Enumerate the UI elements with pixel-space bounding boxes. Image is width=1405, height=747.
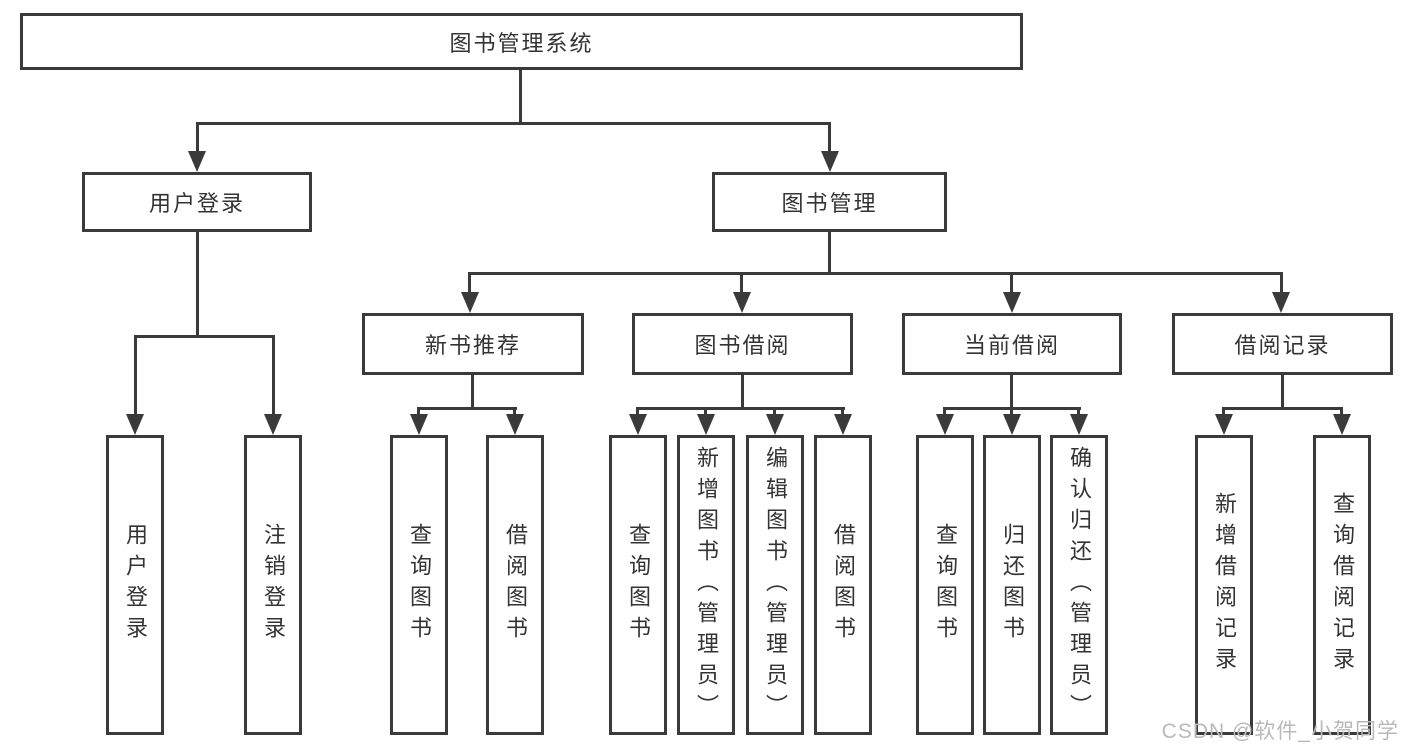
leaf-user-login: 用户登录: [106, 435, 164, 735]
connector-new-book-rail: [417, 407, 517, 410]
leaf-query-books-borrowing: 查询图书: [609, 435, 667, 735]
arrow-down-icon: [126, 414, 144, 435]
connector-drop-leaf: [636, 407, 639, 416]
connector-borrowing-records-trunk: [1281, 375, 1284, 407]
arrow-down-icon: [1070, 414, 1088, 435]
leaf-borrow-books-borrowing: 借阅图书: [814, 435, 872, 735]
node-borrowing-records: 借阅记录: [1172, 313, 1393, 375]
leaf-label: 编辑图书（管理员）: [763, 445, 788, 725]
connector-user-login-rail: [134, 335, 275, 338]
connector-root-trunk: [519, 70, 522, 122]
node-new-book-recommend: 新书推荐: [362, 313, 584, 375]
arrow-down-icon: [834, 414, 852, 435]
arrow-down-icon: [1333, 414, 1351, 435]
connector-drop-leaf: [1077, 407, 1080, 416]
connector-drop-leaf: [134, 335, 137, 415]
arrow-down-icon: [936, 414, 954, 435]
leaf-return-books: 归还图书: [983, 435, 1041, 735]
connector-book-borrowing-trunk: [741, 375, 744, 407]
connector-drop-borrowing-records: [1280, 272, 1283, 294]
connector-drop-new-book: [468, 272, 471, 294]
arrow-down-icon: [821, 151, 839, 172]
arrow-down-icon: [733, 292, 751, 313]
leaf-label: 查询图书: [407, 523, 432, 647]
connector-drop-leaf: [704, 407, 707, 416]
leaf-label: 确认归还（管理员）: [1067, 445, 1092, 725]
node-user-login: 用户登录: [82, 172, 312, 232]
node-label: 图书借阅: [694, 333, 791, 358]
leaf-confirm-return-admin: 确认归还（管理员）: [1050, 435, 1108, 735]
connector-level2-rail: [196, 122, 831, 125]
leaf-label: 查询图书: [626, 523, 651, 647]
connector-drop-leaf: [841, 407, 844, 416]
connector-drop-leaf: [943, 407, 946, 416]
connector-drop-leaf: [417, 407, 420, 416]
connector-drop-leaf: [1010, 407, 1013, 416]
connector-user-login-trunk: [196, 232, 199, 335]
leaf-label: 用户登录: [123, 523, 148, 647]
leaf-label: 归还图书: [1000, 523, 1025, 647]
leaf-logout-login: 注销登录: [244, 435, 302, 735]
arrow-down-icon: [461, 292, 479, 313]
node-label: 新书推荐: [424, 333, 521, 358]
leaf-edit-book-admin: 编辑图书（管理员）: [746, 435, 804, 735]
connector-drop-current-borrowing: [1010, 272, 1013, 294]
arrow-down-icon: [506, 414, 524, 435]
leaf-add-book-admin: 新增图书（管理员）: [677, 435, 735, 735]
leaf-query-books-current: 查询图书: [916, 435, 974, 735]
connector-drop-book-management: [828, 122, 831, 153]
leaf-label: 借阅图书: [831, 523, 856, 647]
connector-borrowing-records-rail: [1222, 407, 1343, 410]
arrow-down-icon: [766, 414, 784, 435]
node-label: 图书管理: [781, 191, 878, 216]
leaf-label: 借阅图书: [503, 523, 528, 647]
arrow-down-icon: [1003, 292, 1021, 313]
arrow-down-icon: [629, 414, 647, 435]
connector-book-management-trunk: [828, 232, 831, 272]
node-book-borrowing: 图书借阅: [632, 313, 853, 375]
connector-new-book-trunk: [471, 375, 474, 407]
arrow-down-icon: [188, 151, 206, 172]
node-label: 当前借阅: [963, 333, 1060, 358]
arrow-down-icon: [1215, 414, 1233, 435]
arrow-down-icon: [697, 414, 715, 435]
leaf-label: 查询图书: [933, 523, 958, 647]
arrow-down-icon: [410, 414, 428, 435]
connector-level3-rail: [468, 272, 1283, 275]
arrow-down-icon: [1003, 414, 1021, 435]
node-label: 用户登录: [148, 191, 245, 216]
arrow-down-icon: [1272, 292, 1290, 313]
leaf-label: 查询借阅记录: [1330, 492, 1355, 678]
node-label: 借阅记录: [1234, 333, 1331, 358]
connector-drop-leaf: [773, 407, 776, 416]
node-current-borrowing: 当前借阅: [902, 313, 1122, 375]
arrow-down-icon: [264, 414, 282, 435]
leaf-label: 注销登录: [261, 523, 286, 647]
leaf-query-borrow-record: 查询借阅记录: [1313, 435, 1371, 735]
connector-drop-user-login: [196, 122, 199, 153]
connector-current-borrowing-trunk: [1010, 375, 1013, 407]
leaf-label: 新增借阅记录: [1212, 492, 1237, 678]
node-label: 图书管理系统: [449, 30, 594, 56]
connector-drop-leaf: [272, 335, 275, 415]
leaf-add-borrow-record: 新增借阅记录: [1195, 435, 1253, 735]
leaf-label: 新增图书（管理员）: [694, 445, 719, 725]
connector-drop-leaf: [1340, 407, 1343, 416]
leaf-borrow-books-recommend: 借阅图书: [486, 435, 544, 735]
connector-drop-leaf: [513, 407, 516, 416]
connector-drop-leaf: [1222, 407, 1225, 416]
connector-drop-book-borrowing: [740, 272, 743, 294]
connector-book-borrowing-rail: [636, 407, 845, 410]
leaf-query-books-recommend: 查询图书: [390, 435, 448, 735]
node-book-management: 图书管理: [712, 172, 947, 232]
watermark: CSDN @软件_小贺同学: [1161, 720, 1399, 743]
node-library-system: 图书管理系统: [20, 13, 1023, 70]
